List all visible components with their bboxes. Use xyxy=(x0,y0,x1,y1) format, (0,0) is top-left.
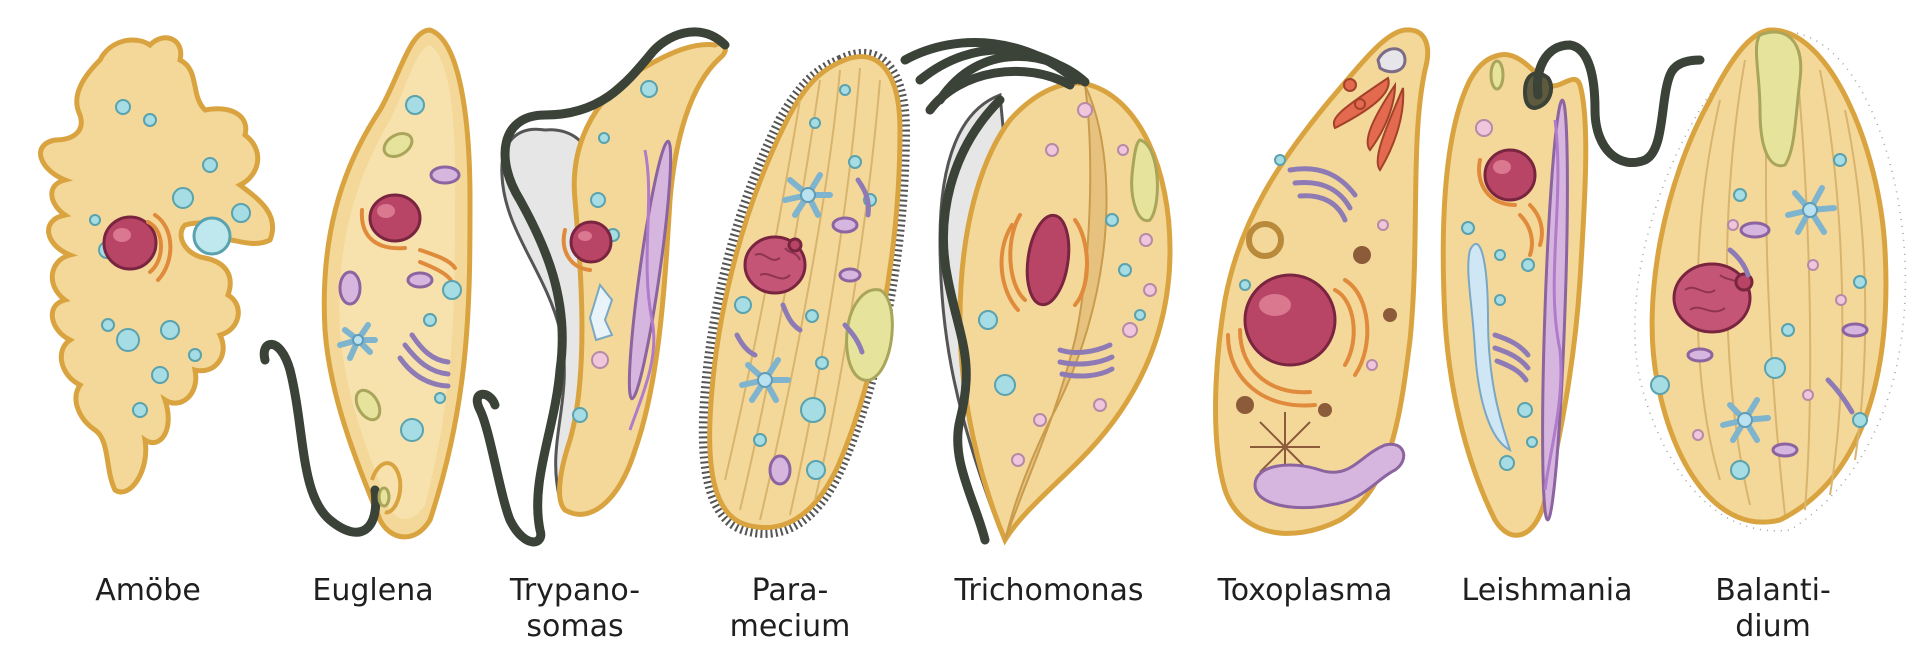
leishmania-cell xyxy=(1440,40,1705,538)
toxoplasma-cell xyxy=(1213,27,1431,536)
trichomonas-cell xyxy=(900,38,1173,546)
paramecium-cell xyxy=(698,49,911,538)
trypanosoma-cell xyxy=(472,27,730,547)
label-trichomonas: Trichomonas xyxy=(953,573,1143,608)
label-trypanosomas-line2: somas xyxy=(526,609,623,644)
label-balantidium-line1: Balanti- xyxy=(1715,573,1831,608)
trichomonas-nucleus xyxy=(1025,213,1071,307)
label-balantidium-line2: dium xyxy=(1735,609,1811,644)
toxoplasma-nucleus xyxy=(1243,273,1337,367)
label-paramecium-line1: Para- xyxy=(752,573,829,608)
label-toxoplasma: Toxoplasma xyxy=(1217,573,1393,608)
trypanosoma-nucleus xyxy=(569,220,613,264)
label-leishmania: Leishmania xyxy=(1462,573,1633,608)
leishmania-nucleus xyxy=(1483,148,1537,202)
label-trypanosomas-line1: Trypano- xyxy=(509,573,640,608)
balantidium-cell xyxy=(1634,27,1907,532)
amoeba-cell xyxy=(38,35,276,495)
label-paramecium-line2: mecium xyxy=(730,609,851,644)
label-amoebe: Amöbe xyxy=(95,573,201,608)
euglena-cell xyxy=(259,27,473,540)
label-euglena: Euglena xyxy=(312,573,433,608)
amoeba-nucleus xyxy=(102,215,158,271)
euglena-nucleus xyxy=(368,193,422,243)
